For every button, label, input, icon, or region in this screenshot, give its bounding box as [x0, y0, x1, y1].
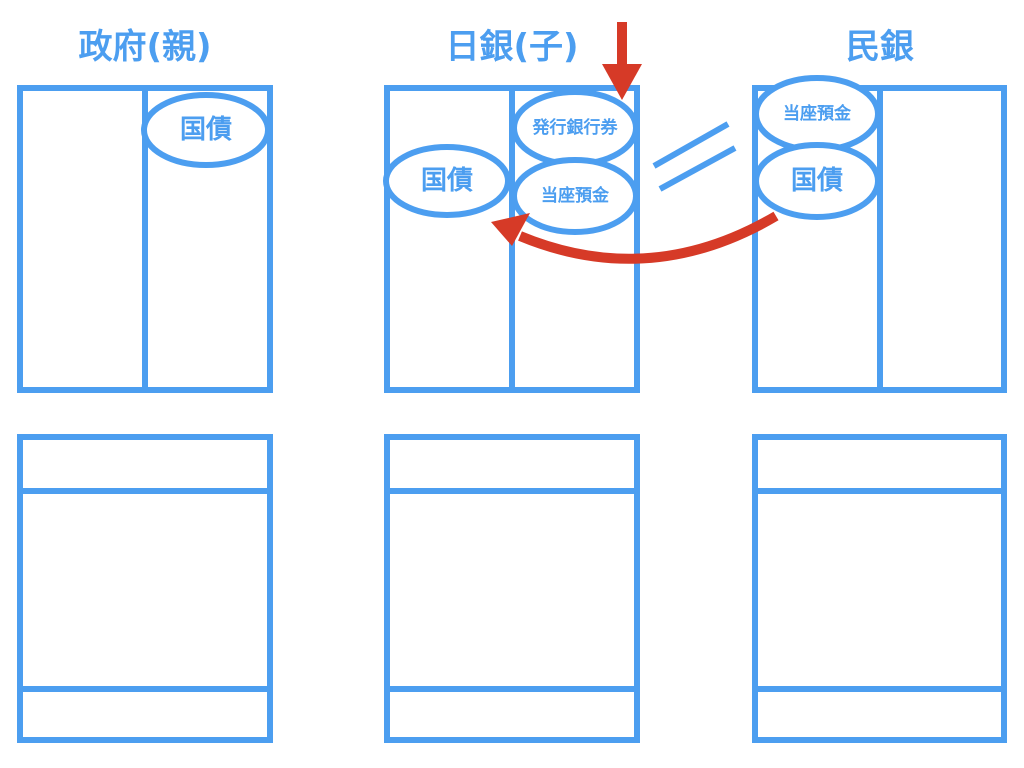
private-government-bond: 国債 [753, 142, 881, 220]
boj-banknotes: 発行銀行券 [511, 89, 639, 167]
boj-government-bond: 国債 [383, 144, 511, 218]
private-current-account: 当座預金 [753, 75, 881, 153]
private-bank-lower-sheet [752, 434, 1007, 743]
boj-current-account: 当座預金 [511, 157, 639, 235]
private-bank-balance-sheet [752, 85, 1007, 393]
svg-text:当座預金: 当座預金 [541, 185, 610, 206]
government-bond-liability: 国債 [141, 92, 271, 168]
boj-title: 日銀(子) [445, 27, 578, 67]
svg-text:国債: 国債 [791, 166, 843, 196]
svg-text:当座預金: 当座預金 [783, 103, 852, 124]
boj-lower-sheet [384, 434, 640, 743]
svg-text:国債: 国債 [421, 166, 473, 196]
svg-text:国債: 国債 [180, 115, 232, 145]
private-bank-title: 民銀 [846, 27, 914, 67]
government-lower-sheet [17, 434, 273, 743]
bond-purchase-arrow-icon [491, 211, 779, 264]
svg-text:発行銀行券: 発行銀行券 [532, 117, 619, 138]
equals-sign [652, 121, 737, 192]
down-arrow-icon [602, 22, 642, 100]
government-title: 政府(親) [78, 27, 211, 67]
